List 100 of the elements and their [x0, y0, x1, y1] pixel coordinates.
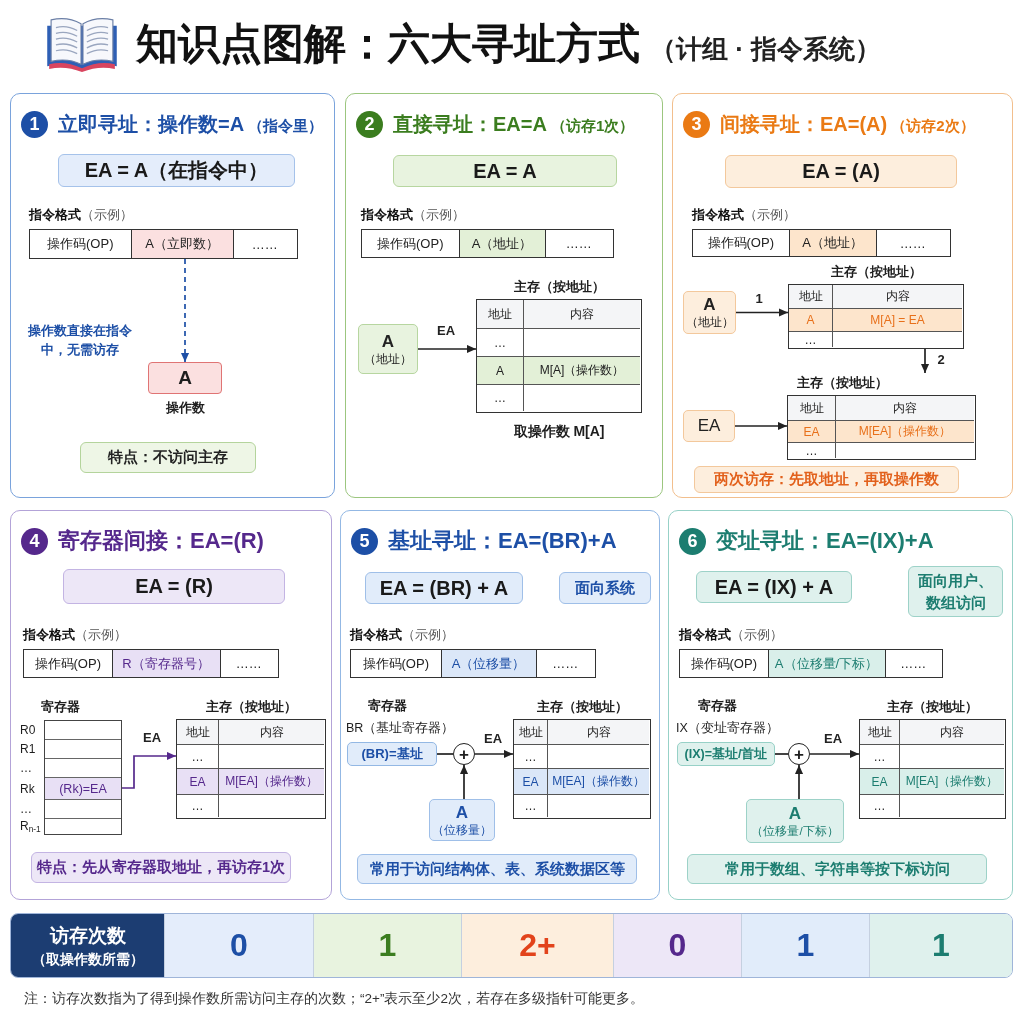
- table-cell: 内容: [900, 720, 1004, 745]
- arrow: [417, 344, 477, 354]
- adder-circle: +: [453, 743, 475, 765]
- subtitle: （计组 · 指令系统）: [650, 33, 882, 66]
- table-cell: M[A]（操作数）: [524, 357, 640, 385]
- connector-line: [436, 753, 454, 755]
- operand-symbol: A: [703, 295, 716, 315]
- table-cell-text: ……: [899, 655, 928, 673]
- register-label: …: [20, 760, 32, 778]
- table-cell-text: ……: [898, 234, 927, 253]
- header-subtitle: （取操作数所需）: [31, 949, 144, 969]
- panel-heading: 变址寻址：EA=(IX)+A: [716, 527, 934, 555]
- scope-tag: 面向用户、数组访问: [908, 566, 1003, 617]
- operand-symbol: A: [381, 331, 395, 352]
- register-box: (BR)=基址: [347, 742, 437, 766]
- table-cell: 操作码(OP): [693, 230, 790, 256]
- register-cell: (Rk)=EA: [45, 778, 121, 800]
- arrow: [121, 751, 177, 789]
- count-cell: 1: [313, 914, 461, 977]
- operand-box: [358, 324, 418, 374]
- table-cell: M[A] = EA: [833, 309, 962, 332]
- note-box: 常用于数组、字符串等按下标访问: [687, 854, 987, 884]
- format-heading: 指令格式（示例）: [29, 206, 133, 224]
- table-cell: A: [789, 309, 833, 332]
- register-name: IX（变址寄存器）: [676, 720, 779, 737]
- memory-heading: 主存（按地址）: [205, 698, 297, 716]
- note-box: 特点：不访问主存: [80, 442, 256, 473]
- operand-caption: 操作数: [165, 399, 205, 417]
- table-cell: EA: [514, 769, 548, 795]
- table-cell: M[EA]（操作数）: [900, 769, 1004, 795]
- panel-subheading: （指令里）: [248, 116, 324, 136]
- table-cell: 操作码(OP): [351, 650, 442, 677]
- table-cell: 内容: [219, 720, 324, 745]
- number-badge: 2: [356, 111, 383, 138]
- table-cell: …: [860, 745, 900, 769]
- panel: [672, 93, 1013, 498]
- table-cell: 操作码(OP): [24, 650, 113, 677]
- register-box: (IX)=基址/首址: [677, 742, 775, 766]
- table-cell: EA: [860, 769, 900, 795]
- table-cell: EA: [177, 769, 219, 795]
- table-cell: 地址: [788, 396, 836, 421]
- note-box: 特点：先从寄存器取地址，再访存1次: [31, 852, 291, 883]
- formula-box: EA = (IX) + A: [696, 571, 852, 603]
- table-cell: 内容: [548, 720, 649, 745]
- table-cell: A（地址）: [459, 230, 546, 257]
- operand-box: [746, 799, 844, 843]
- address-box: EA: [683, 410, 735, 442]
- memory-heading: 主存（按地址）: [797, 374, 888, 392]
- operand-box: [429, 799, 495, 841]
- operand-note: （地址）: [364, 351, 412, 367]
- panel-subheading: （访存2次）: [891, 116, 975, 136]
- formula-box: EA = (R): [63, 569, 285, 604]
- count-cell: 0: [164, 914, 313, 977]
- table-cell: 操作码(OP): [362, 230, 460, 257]
- connector-line: [774, 753, 789, 755]
- table-cell: EA: [788, 421, 836, 443]
- table-cell: 内容: [836, 396, 974, 421]
- operand-note: （位移量/下标）: [751, 823, 839, 839]
- note-box: 常用于访问结构体、表、系统数据区等: [357, 854, 637, 884]
- table-cell: 地址: [514, 720, 548, 745]
- table-cell: R（寄存器号）: [112, 650, 221, 677]
- table-cell: 操作码(OP): [30, 230, 132, 258]
- format-heading: 指令格式（示例）: [692, 206, 796, 224]
- register-name: BR（基址寄存器）: [346, 720, 455, 737]
- table-cell: 地址: [860, 720, 900, 745]
- number-badge: 4: [21, 528, 48, 555]
- arrow: [735, 308, 789, 317]
- table-caption: 取操作数 M[A]: [513, 422, 605, 441]
- formula-box: EA = (BR) + A: [365, 572, 523, 604]
- register-label: Rk: [20, 781, 35, 799]
- scope-tag: 面向系统: [559, 572, 651, 604]
- format-heading: 指令格式（示例）: [679, 626, 783, 644]
- arrow: [920, 348, 930, 374]
- panel-heading: 间接寻址：EA=(A): [720, 112, 888, 137]
- operand-note: （地址）: [685, 315, 734, 330]
- format-heading: 指令格式（示例）: [350, 626, 454, 644]
- format-heading: 指令格式（示例）: [361, 206, 465, 224]
- arrow: [794, 764, 804, 800]
- panel-subheading: （访存1次）: [550, 116, 635, 136]
- adder-circle: +: [788, 743, 810, 765]
- memory-heading: 主存（按地址）: [887, 698, 978, 716]
- format-heading: 指令格式（示例）: [23, 626, 127, 644]
- panel: [10, 93, 335, 498]
- table-cell: 内容: [524, 300, 640, 329]
- register-label: R1: [20, 741, 36, 759]
- table-cell: A: [477, 357, 524, 385]
- count-cell: 2+: [461, 914, 613, 977]
- table-cell: A（地址）: [789, 230, 877, 256]
- table-cell: …: [477, 329, 524, 357]
- number-badge: 5: [351, 528, 378, 555]
- panel-heading: 寄存器间接：EA=(R): [58, 527, 264, 555]
- operand-note: （位移量）: [432, 822, 492, 838]
- operand-symbol: A: [788, 803, 802, 824]
- table-cell: M[EA]（操作数）: [219, 769, 324, 795]
- arrow: [809, 749, 860, 759]
- register-label: R0: [20, 722, 36, 740]
- operand-symbol: A: [455, 802, 469, 823]
- footnote: 注：访存次数指为了得到操作数所需访问主存的次数；“2+”表示至少2次，若存在多级指针可能更多。: [24, 990, 644, 1008]
- table-cell: 内容: [833, 285, 962, 309]
- register-heading: 寄存器: [368, 697, 407, 715]
